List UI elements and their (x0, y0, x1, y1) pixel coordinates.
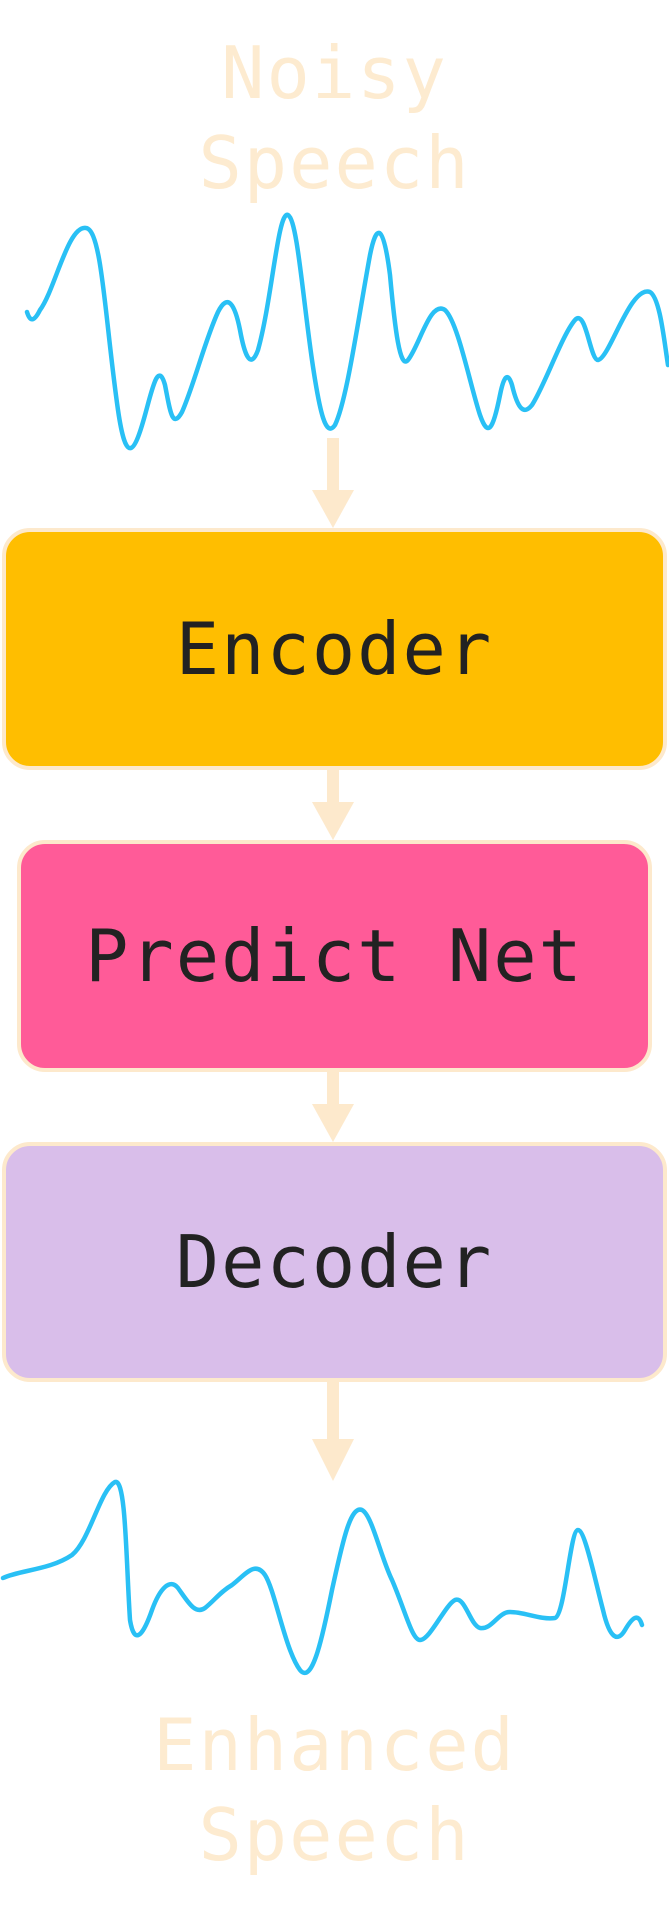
arrow-head (312, 802, 354, 840)
decoder-block: Decoder (2, 1142, 667, 1382)
noisy-speech-label-line-1: Noisy (221, 31, 448, 115)
arrow-shaft (327, 770, 339, 805)
arrow-shaft (327, 438, 339, 493)
arrow-down-icon (312, 1072, 354, 1142)
enhanced-waveform-path (0, 1479, 645, 1675)
arrow-down-icon (312, 770, 354, 840)
arrow-down-icon (312, 1381, 354, 1481)
arrow-down-icon (312, 438, 354, 528)
enhanced-speech-label-line-2: Speech (198, 1793, 471, 1877)
enhanced-waveform-icon (0, 1479, 645, 1675)
noisy-speech-label: Noisy Speech (0, 28, 669, 208)
decoder-label: Decoder (175, 1220, 494, 1304)
arrow-shaft (327, 1381, 339, 1443)
encoder-label: Encoder (175, 607, 494, 691)
arrow-head (312, 490, 354, 528)
arrow-head (312, 1439, 354, 1481)
noisy-waveform-path (24, 212, 669, 451)
noisy-waveform-icon (24, 212, 669, 451)
noisy-speech-label-line-2: Speech (198, 121, 471, 205)
predict-net-label: Predict Net (85, 914, 584, 998)
encoder-block: Encoder (2, 528, 667, 770)
enhanced-speech-label: Enhanced Speech (0, 1700, 669, 1880)
predict-net-block: Predict Net (17, 840, 652, 1072)
arrow-head (312, 1104, 354, 1142)
enhanced-speech-label-line-1: Enhanced (153, 1703, 516, 1787)
arrow-shaft (327, 1072, 339, 1107)
